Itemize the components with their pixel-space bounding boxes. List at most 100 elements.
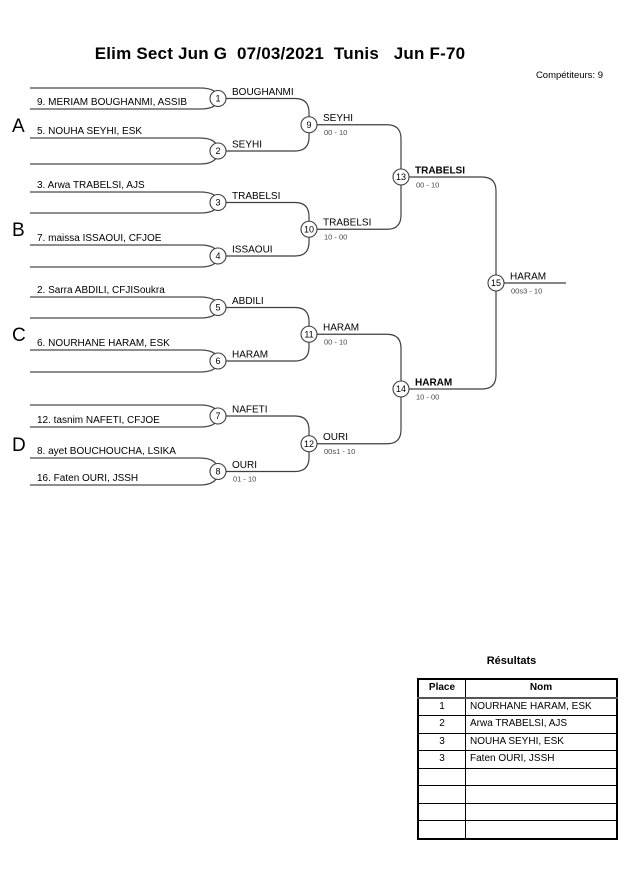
competitor-name: 6. NOURHANE HARAM, ESK xyxy=(37,338,170,349)
match-number-3: 3 xyxy=(215,198,220,208)
connector-match13 xyxy=(309,124,402,230)
match-node-13 xyxy=(392,168,410,186)
winner-label-14: HARAM xyxy=(415,378,452,389)
match-number-12: 12 xyxy=(304,439,314,449)
connector-final xyxy=(401,176,497,390)
pair-line-6 xyxy=(30,349,219,373)
table-row xyxy=(417,785,618,804)
result-name xyxy=(465,767,618,786)
table-row: 1 NOURHANE HARAM, ESK xyxy=(417,697,618,716)
competitor-name: 9. MERIAM BOUGHANMI, ASSIB xyxy=(37,97,187,108)
winner-label-10: TRABELSI xyxy=(323,218,371,229)
results-table: Place Nom 1 NOURHANE HARAM, ESK 2 Arwa T… xyxy=(417,678,618,840)
pair-line-2 xyxy=(30,137,219,165)
match-score-13: 00 - 10 xyxy=(416,181,439,190)
match-node-4 xyxy=(209,247,227,265)
result-name xyxy=(465,802,618,821)
match-score-15: 00s3 - 10 xyxy=(511,287,542,296)
winner-label-2: SEYHI xyxy=(232,140,262,151)
match-score-11: 00 - 10 xyxy=(324,338,347,347)
match-node-8 xyxy=(209,462,227,481)
match-number-2: 2 xyxy=(215,146,220,156)
bracket-diagram: A B C D 9. MERIAM BOUGHANMI, ASSIB 5. NO… xyxy=(12,87,566,486)
match-number-5: 5 xyxy=(215,303,220,313)
section-letter-a: A xyxy=(12,116,25,137)
result-place xyxy=(417,820,466,839)
match-node-9 xyxy=(300,116,318,134)
match-node-15 xyxy=(487,274,505,292)
results-header-name: Nom xyxy=(465,678,618,699)
table-row xyxy=(417,767,618,786)
results-header-row: Place Nom xyxy=(417,678,618,699)
match-node-6 xyxy=(209,352,227,370)
match-score-8: 01 - 10 xyxy=(233,475,256,484)
result-place xyxy=(417,802,466,821)
result-name: Faten OURI, JSSH xyxy=(465,750,618,769)
section-letter-c: C xyxy=(12,325,26,346)
table-row xyxy=(417,802,618,821)
match-score-14: 10 - 00 xyxy=(416,393,439,402)
competitor-name: 2. Sarra ABDILI, CFJISoukra xyxy=(37,285,165,296)
competitors-count: Compétiteurs: 9 xyxy=(535,70,603,81)
match-node-2 xyxy=(209,142,227,160)
match-number-14: 14 xyxy=(396,384,406,394)
match-node-1 xyxy=(209,89,227,108)
connector-match14 xyxy=(309,333,402,445)
winner-label-13: TRABELSI xyxy=(415,166,465,177)
match-node-5 xyxy=(209,298,227,317)
competitor-name: 8. ayet BOUCHOUCHA, LSIKA xyxy=(37,446,176,457)
table-row: 3 Faten OURI, JSSH xyxy=(417,750,618,769)
competitor-name: 5. NOUHA SEYHI, ESK xyxy=(37,126,142,137)
match-node-12 xyxy=(300,435,318,453)
competitor-name: 7. maissa ISSAOUI, CFJOE xyxy=(37,233,162,244)
match-number-7: 7 xyxy=(215,411,220,421)
match-number-4: 4 xyxy=(215,251,220,261)
winner-label-3: TRABELSI xyxy=(232,191,280,202)
winner-label-6: HARAM xyxy=(232,350,268,361)
result-name xyxy=(465,820,618,839)
result-name: NOUHA SEYHI, ESK xyxy=(465,732,618,751)
match-number-11: 11 xyxy=(304,329,313,339)
competitor-name: 12. tasnim NAFETI, CFJOE xyxy=(37,415,160,426)
pair-line-5 xyxy=(30,296,219,319)
match-number-13: 13 xyxy=(396,172,406,182)
pair-line-4 xyxy=(30,244,219,268)
section-letter-b: B xyxy=(12,220,25,241)
winner-label-15: HARAM xyxy=(510,272,546,283)
match-node-11 xyxy=(300,325,318,343)
result-name: Arwa TRABELSI, AJS xyxy=(465,715,618,734)
winner-label-1: BOUGHANMI xyxy=(232,87,294,98)
match-number-15: 15 xyxy=(491,278,501,288)
winner-label-9: SEYHI xyxy=(323,113,353,124)
winner-label-12: OURI xyxy=(323,432,348,443)
match-number-6: 6 xyxy=(215,356,220,366)
result-place xyxy=(417,767,466,786)
match-score-12: 00s1 - 10 xyxy=(324,447,355,456)
table-row: 3 NOUHA SEYHI, ESK xyxy=(417,732,618,751)
result-place: 1 xyxy=(417,697,466,716)
table-row: 2 Arwa TRABELSI, AJS xyxy=(417,715,618,734)
match-number-10: 10 xyxy=(304,224,314,234)
result-name xyxy=(465,785,618,804)
match-node-10 xyxy=(300,220,318,238)
result-name: NOURHANE HARAM, ESK xyxy=(465,697,618,716)
winner-label-5: ABDILI xyxy=(232,296,264,307)
result-place xyxy=(417,785,466,804)
pair-line-3 xyxy=(30,191,219,214)
match-score-10: 10 - 00 xyxy=(324,233,347,242)
match-number-1: 1 xyxy=(215,94,220,104)
results-header-place: Place xyxy=(417,678,466,699)
result-place: 3 xyxy=(417,732,466,751)
table-row xyxy=(417,820,618,839)
winner-label-7: NAFETI xyxy=(232,405,268,416)
winner-label-8: OURI xyxy=(232,460,257,471)
section-letter-d: D xyxy=(12,435,26,456)
results-title: Résultats xyxy=(486,655,537,667)
page-title: Elim Sect Jun G 07/03/2021 Tunis Jun F-7… xyxy=(94,44,466,63)
winner-label-11: HARAM xyxy=(323,323,359,334)
result-place: 2 xyxy=(417,715,466,734)
result-place: 3 xyxy=(417,750,466,769)
match-node-3 xyxy=(209,193,227,212)
match-node-7 xyxy=(209,407,227,425)
